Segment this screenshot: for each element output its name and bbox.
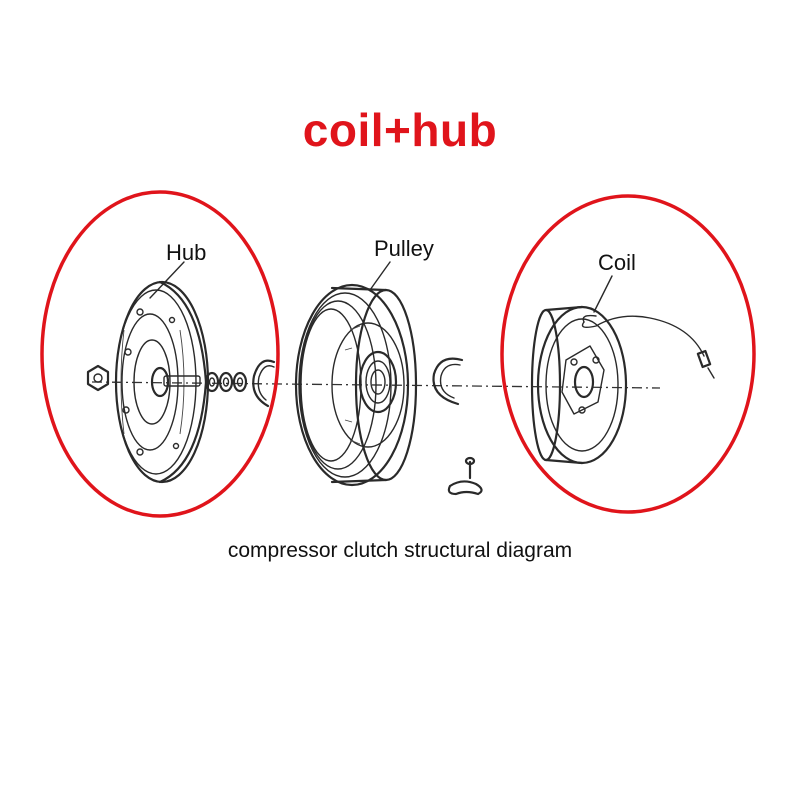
coil-bracket-screw xyxy=(447,456,483,496)
coil-assembly: Coil xyxy=(530,250,715,465)
hub-label: Hub xyxy=(166,240,206,265)
hub-shims xyxy=(204,371,248,393)
hub-leader-line xyxy=(149,261,185,299)
pulley-leader-line xyxy=(369,261,391,291)
hub-highlight-circle xyxy=(40,190,280,518)
diagram-caption: compressor clutch structural diagram xyxy=(227,539,573,562)
pulley-assembly: Pulley xyxy=(294,236,434,487)
pulley-snap-ring xyxy=(432,357,464,406)
hub-assembly: Hub xyxy=(86,240,276,484)
coil-highlight-circle xyxy=(500,194,756,514)
diagram-title: coil+hub xyxy=(302,104,498,156)
hub-snap-ring xyxy=(252,359,276,408)
coil-leader-line xyxy=(593,275,613,313)
coil-label: Coil xyxy=(598,250,636,275)
hub-nut xyxy=(86,364,110,392)
pulley-label: Pulley xyxy=(374,236,434,261)
hub-plate xyxy=(114,280,210,484)
